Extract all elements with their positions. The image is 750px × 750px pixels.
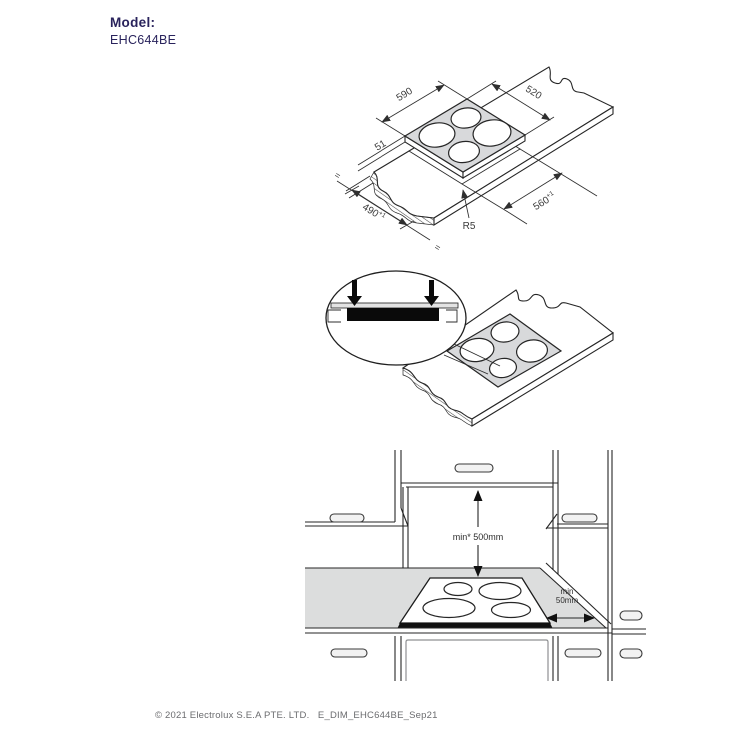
model-label: Model: [110,15,156,30]
burner-zone [447,140,481,164]
base-cabinet-left [330,636,402,681]
dim-label-51: 51 [373,138,389,153]
hob-isometric [403,98,527,179]
burner-zone [459,337,495,363]
burner-zone [450,107,482,129]
hob-glass-plate [330,302,459,309]
model-number: EHC644BE [110,33,177,47]
hob-front-edge [397,623,553,628]
cabinet-handle [329,513,365,523]
cabinet-handle [619,648,643,659]
tall-cabinet-right [607,450,643,681]
top-clearance-dimension: min* 500mm [453,490,504,577]
worktop-front-edge [433,106,614,226]
cabinet-handle [619,610,643,621]
burner-zone [443,581,473,597]
cabinet-door [405,639,549,681]
figure-seal-detail [325,270,614,427]
press-down-arrow-icon [347,280,362,306]
clearance-label-top: min* 500mm [453,532,504,542]
worktop-break-sliver [345,175,371,192]
worktop-corner-edge [539,567,607,629]
wall-cabinet-right [545,450,608,574]
burner-zone [422,597,476,619]
worktop-break-hatch [402,367,473,427]
equal-mark: = [333,170,343,181]
dim-label-560: 560+1 [531,190,558,213]
cooker-hood-cabinet [401,463,558,568]
cabinet-handle [564,648,602,658]
dim-label-r5: R5 [463,221,476,232]
callout-leader-line [443,354,489,375]
seal-cross-section [327,280,459,323]
burner-zone [488,357,518,379]
side-clearance-dimension: min 50mm [546,587,595,623]
press-down-arrow-icon [424,280,439,306]
worktop-edge-left [327,309,341,323]
worktop-edge-right [446,309,458,323]
burner-zone [490,321,520,343]
side-clearance-label-line1: min [561,587,574,596]
base-cabinet-right [552,636,602,681]
wall-cabinet-left [305,450,409,527]
cabinet-handle [561,513,598,523]
wall-corner-edge [545,562,612,625]
equal-mark: = [433,242,443,253]
model-header: Model: EHC644BE [110,15,176,47]
cabinet-handle [330,648,368,658]
base-cabinet-center [405,639,549,681]
callout-leader-line [453,343,501,367]
burner-zone [418,122,456,148]
cabinet-handle [454,463,494,473]
figure-cutout-dimensions: 590 520 51 = = 4 [333,66,615,253]
dim-label-590: 590 [395,86,415,104]
footer-copyright: © 2021 Electrolux S.E.A PTE. LTD. E_DIM_… [155,710,438,721]
foam-seal [347,308,439,321]
hob-top-view [397,577,553,628]
burner-zone [490,601,532,619]
side-clearance-label-line2: 50mm [556,596,579,605]
burner-zone [515,339,549,363]
dim-corner-radius: R5 [461,189,476,232]
figure-installation-clearance: min* 500mm min 50mm [305,450,646,681]
burner-zone [478,581,522,601]
burner-zone [472,119,512,147]
